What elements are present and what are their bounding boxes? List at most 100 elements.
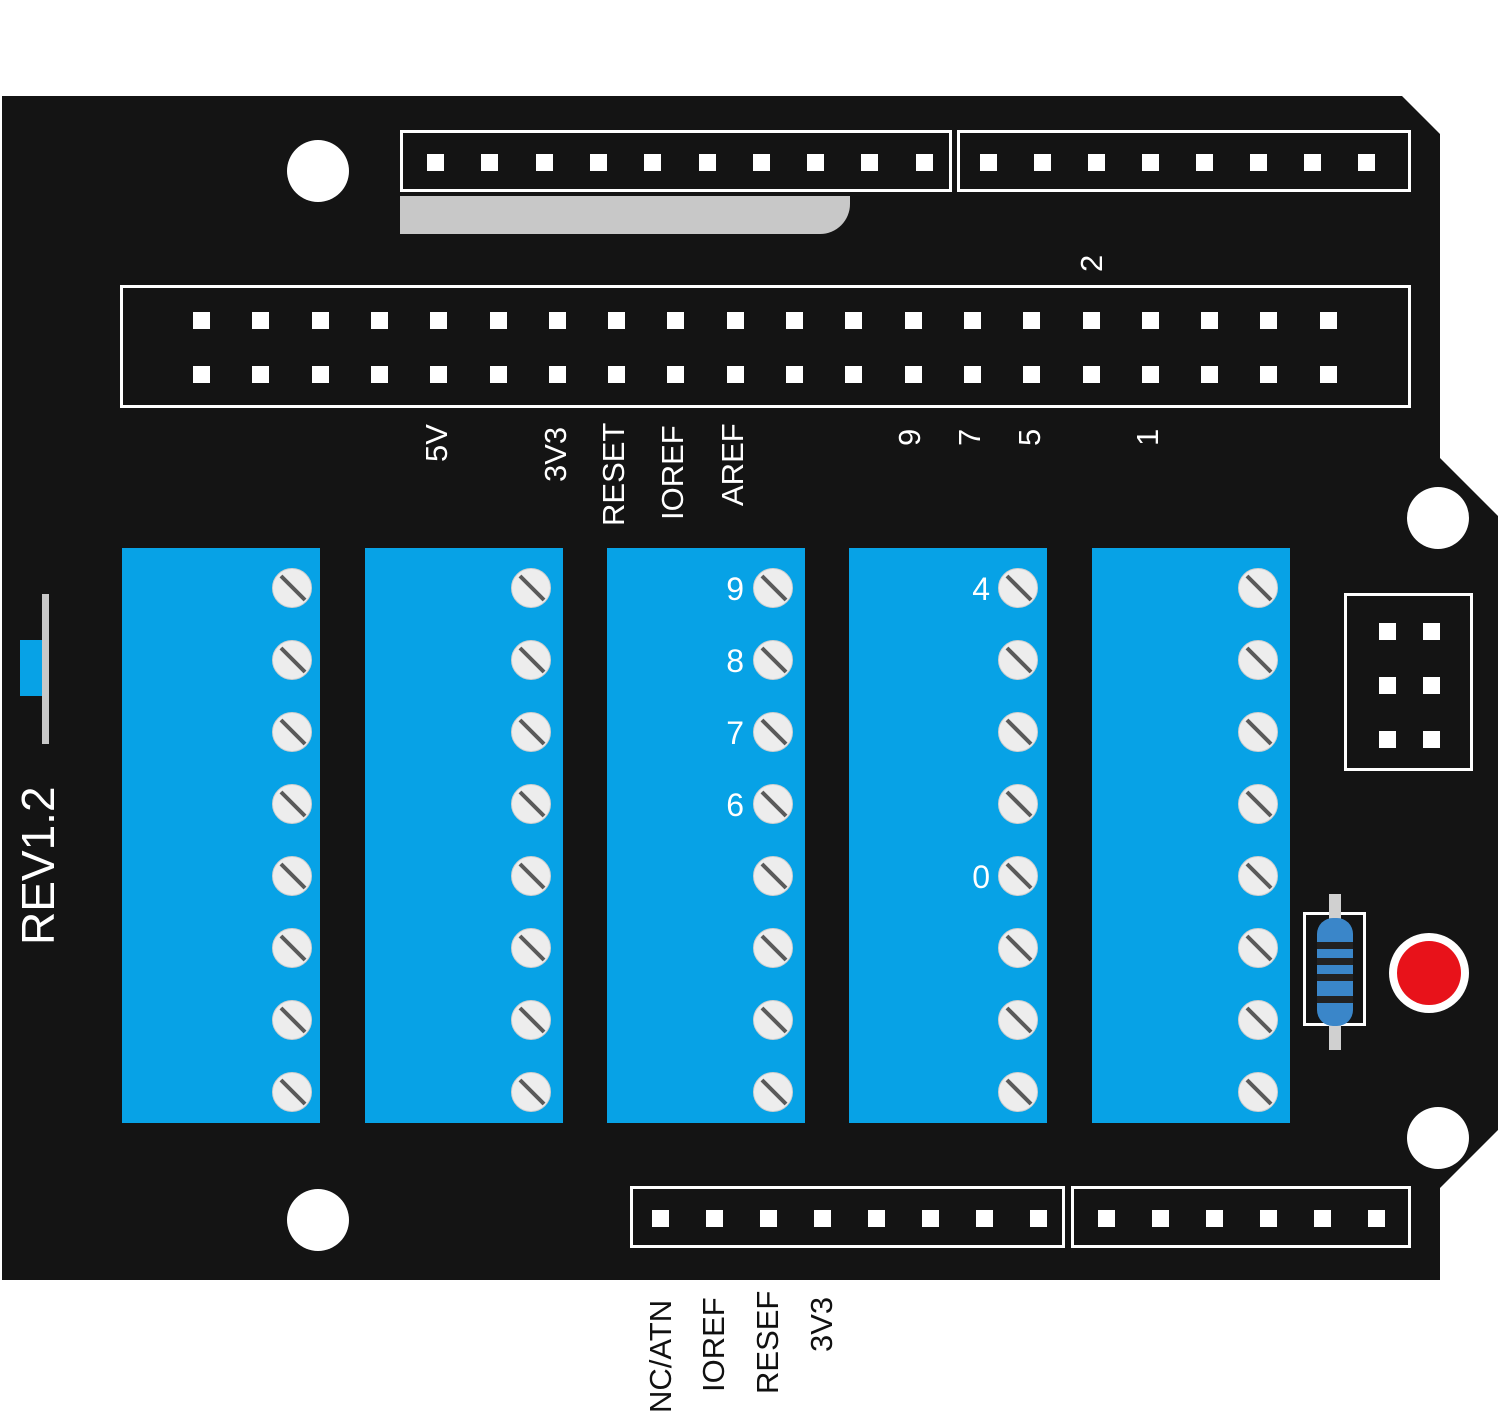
screw-icon	[998, 640, 1038, 680]
header-pin	[1030, 1210, 1047, 1227]
header-pin	[311, 312, 329, 329]
header-pin	[644, 154, 662, 171]
screw-icon	[753, 928, 793, 968]
header-pin	[489, 366, 507, 383]
header-pin	[845, 312, 863, 329]
screw-icon	[998, 1072, 1038, 1112]
header-pin	[589, 154, 607, 171]
header-pin	[1141, 312, 1159, 329]
header-pin	[752, 154, 770, 171]
screw-icon	[272, 1000, 312, 1040]
header-pin	[861, 154, 879, 171]
screw-icon	[998, 856, 1038, 896]
screw-icon	[511, 784, 551, 824]
header-pin	[814, 1210, 831, 1227]
header-pin	[1023, 366, 1041, 383]
bottom-label-3v3: 3V3	[804, 1296, 839, 1352]
header-pin	[1141, 366, 1159, 383]
screw-icon	[1238, 928, 1278, 968]
slot-line	[42, 594, 49, 744]
terminal-label-0: 0	[972, 859, 990, 895]
label-1: 1	[1130, 428, 1165, 446]
header-pin	[726, 312, 744, 329]
screw-icon	[272, 784, 312, 824]
header-pin	[1260, 1210, 1277, 1227]
resistor-icon	[1317, 894, 1353, 1050]
screw-icon	[272, 640, 312, 680]
mounting-hole-right-upper	[1407, 487, 1469, 549]
header-pin	[481, 154, 499, 171]
header-pin	[1314, 1210, 1331, 1227]
header-pin	[548, 312, 566, 329]
terminal-label-9: 9	[726, 571, 744, 607]
header-pin	[252, 366, 270, 383]
screw-icon	[511, 712, 551, 752]
header-pin	[652, 1210, 669, 1227]
label-aref: AREF	[715, 423, 750, 506]
screw-icon	[998, 784, 1038, 824]
header-pin	[1304, 154, 1321, 171]
screw-icon	[753, 712, 793, 752]
revision-label: REV1.2	[12, 786, 64, 945]
screw-icon	[1238, 568, 1278, 608]
silkscreen-bar	[400, 196, 850, 234]
bottom-header-8pin	[630, 1186, 1065, 1248]
slot-marker	[20, 640, 42, 696]
mounting-hole-top-left	[287, 140, 349, 202]
header-pin	[1082, 312, 1100, 329]
header-pin	[922, 1210, 939, 1227]
screw-icon	[511, 640, 551, 680]
screw-icon	[1238, 784, 1278, 824]
header-pin	[193, 366, 210, 383]
terminal-label-6: 6	[726, 787, 744, 823]
label-5v: 5V	[419, 424, 454, 462]
header-pin	[963, 312, 981, 329]
icsp-pin	[1379, 623, 1396, 640]
bottom-header-6pin	[1071, 1186, 1411, 1248]
header-pin	[980, 154, 997, 171]
header-pin	[1082, 366, 1100, 383]
header-pin	[1034, 154, 1051, 171]
header-pin	[904, 312, 922, 329]
label-reset: RESET	[596, 422, 631, 526]
header-pin	[1196, 154, 1213, 171]
terminal-label-8: 8	[726, 643, 744, 679]
icsp-pin	[1423, 731, 1440, 748]
icsp-pin	[1379, 677, 1396, 694]
header-pin	[193, 312, 210, 329]
icsp-pin	[1423, 623, 1440, 640]
screw-icon	[272, 568, 312, 608]
screw-icon	[998, 928, 1038, 968]
header-pin	[760, 1210, 777, 1227]
screw-icon	[1238, 712, 1278, 752]
header-pin	[868, 1210, 885, 1227]
header-pin	[430, 366, 448, 383]
header-pin	[535, 154, 553, 171]
screw-icon	[998, 712, 1038, 752]
header-pin	[667, 366, 685, 383]
header-pin	[1201, 366, 1219, 383]
header-pin	[786, 366, 803, 383]
top-header-8pin	[957, 130, 1411, 192]
screw-icon	[753, 784, 793, 824]
screw-icon	[1238, 856, 1278, 896]
header-pin	[963, 366, 981, 383]
header-pin	[1088, 154, 1105, 171]
header-pin	[1142, 154, 1159, 171]
screw-icon	[753, 856, 793, 896]
header-pin	[311, 366, 329, 383]
screw-icon	[1238, 1072, 1278, 1112]
header-pin	[1260, 366, 1278, 383]
label-7: 7	[952, 428, 987, 446]
double-row-header	[120, 285, 1411, 408]
header-pin	[548, 366, 566, 383]
header-pin	[489, 312, 507, 329]
terminal-label-7: 7	[726, 715, 744, 751]
header-pin	[1319, 366, 1337, 383]
bottom-label-ioref: IOREF	[696, 1297, 731, 1392]
header-pin	[1201, 312, 1219, 329]
screw-icon	[272, 712, 312, 752]
header-pin	[1319, 312, 1337, 329]
label-3v3: 3V3	[538, 426, 573, 482]
